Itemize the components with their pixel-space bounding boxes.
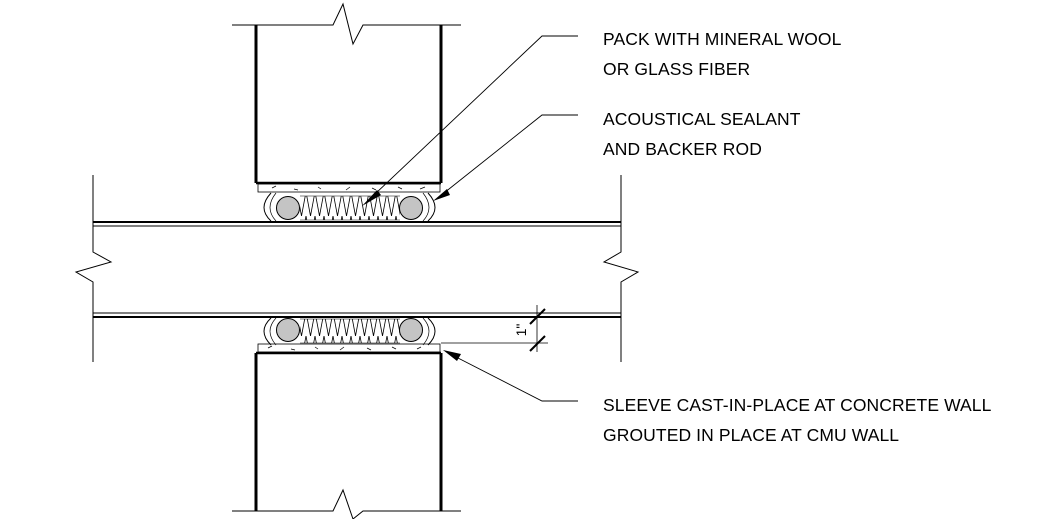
lower-left-sealant-bead (263, 317, 272, 346)
leader-sealant-arrowhead (433, 189, 450, 201)
upper-mineral-wool (300, 196, 400, 220)
lower-right-sealant-bead (427, 317, 436, 346)
lower-right-backer-rod (399, 318, 423, 342)
lower-wall-break-line (232, 488, 461, 519)
lower-grout-band (257, 343, 441, 353)
gap-dimension-label: 1" (513, 324, 529, 337)
leader-packing-arrowhead (362, 190, 381, 206)
gap-dimension: 1" (441, 305, 548, 352)
lower-left-backer-rod (276, 318, 300, 342)
leader-packing (362, 35, 578, 206)
packing-callout-line2: OR GLASS FIBER (603, 59, 750, 79)
lower-backer-rods (263, 317, 436, 346)
lower-wall (232, 351, 461, 519)
sleeve-callout-line2: GROUTED IN PLACE AT CMU WALL (603, 425, 899, 445)
upper-grout-band (257, 183, 441, 193)
upper-right-sealant-bead (427, 192, 436, 222)
upper-backer-rods (263, 192, 436, 222)
pipe-left-break-line (74, 175, 113, 362)
sleeve-callout-line1: SLEEVE CAST-IN-PLACE AT CONCRETE WALL (603, 395, 992, 415)
sealant-callout-line2: AND BACKER ROD (603, 139, 762, 159)
lower-mineral-wool (300, 319, 400, 343)
pipe (74, 175, 640, 362)
pipe-right-break-line (602, 175, 640, 362)
leader-sealant (433, 114, 578, 201)
upper-wall (232, 2, 461, 185)
leader-sleeve-arrowhead (443, 350, 461, 361)
upper-left-backer-rod (276, 196, 300, 220)
leader-sleeve (443, 350, 578, 402)
packing-callout-line1: PACK WITH MINERAL WOOL (603, 29, 842, 49)
sealant-callout-line1: ACOUSTICAL SEALANT (603, 109, 801, 129)
upper-right-backer-rod (399, 196, 423, 220)
upper-wall-break-line (232, 2, 461, 46)
upper-left-sealant-bead (263, 192, 272, 222)
